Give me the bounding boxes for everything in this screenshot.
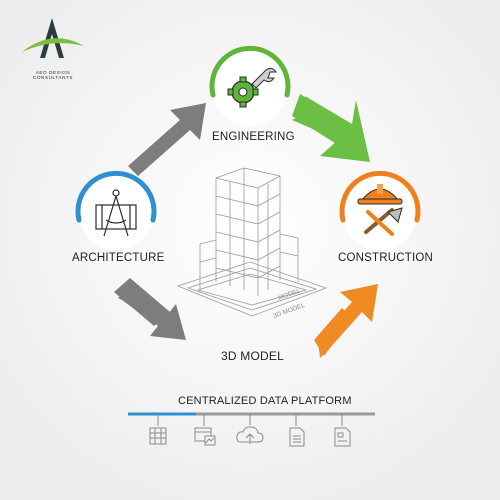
spreadsheet-icon [149, 414, 167, 445]
image-document-icon [194, 414, 216, 446]
arrow-construction-to-model [314, 284, 378, 358]
gear-wrench-icon [227, 67, 277, 108]
form-document-icon [334, 414, 351, 447]
construction-node [339, 170, 421, 250]
engineering-node [209, 45, 291, 126]
document-icon [289, 414, 305, 447]
model-label: 3D MODEL [221, 349, 284, 363]
arrow-architecture-to-engineering [128, 103, 206, 176]
engineering-label: ENGINEERING [212, 131, 295, 143]
architecture-node [75, 170, 157, 250]
arrow-engineering-to-construction [292, 94, 370, 162]
arrow-model-to-architecture [114, 278, 186, 340]
logo-text: AEO DESIGN CONSULTANTS [22, 70, 84, 81]
construction-label: CONSTRUCTION [338, 252, 434, 264]
platform-title: CENTRALIZED DATA PLATFORM [178, 395, 352, 407]
architecture-label: ARCHITECTURE [72, 252, 165, 264]
cloud-upload-icon [236, 414, 264, 444]
hardhat-tools-icon [357, 184, 403, 236]
compass-drawing-icon [95, 189, 137, 237]
logo-line-1: AEO DESIGN [35, 70, 71, 75]
company-logo [22, 18, 84, 58]
logo-line-2: CONSULTANTS [32, 75, 74, 81]
wireframe-building-icon [176, 167, 328, 317]
